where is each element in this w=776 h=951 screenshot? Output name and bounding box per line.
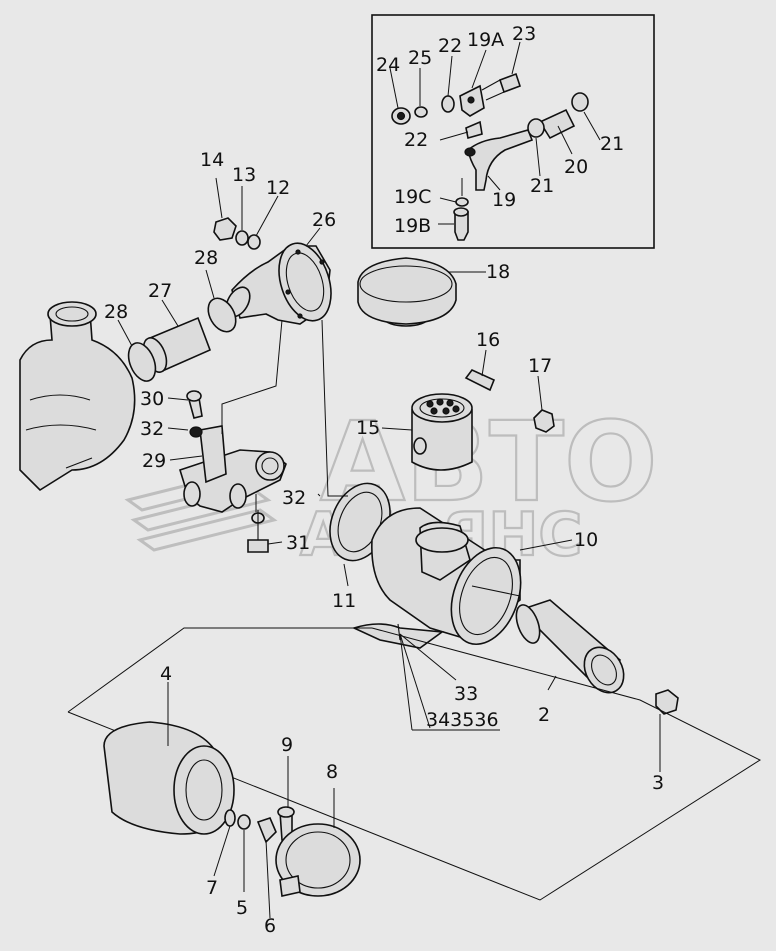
intake-elbow-26 <box>225 242 332 325</box>
callout-30: 30 <box>140 388 164 410</box>
washer-22-icon <box>441 95 455 113</box>
callout-19c: 19C <box>394 186 431 208</box>
clip-22-icon <box>465 120 483 140</box>
callout-15: 15 <box>356 417 380 439</box>
callout-6: 6 <box>264 915 276 937</box>
callout-32a: 32 <box>140 418 164 440</box>
clamp-21b-icon <box>571 92 589 112</box>
callout-labels: 24 25 22 19A 23 22 21 20 21 19 19C 19B 1… <box>104 23 664 937</box>
callout-28b: 28 <box>104 301 128 323</box>
bolt-23-icon <box>498 72 522 94</box>
callout-11: 11 <box>332 590 356 612</box>
callout-22a: 22 <box>438 35 462 57</box>
callout-24: 24 <box>376 54 400 76</box>
filter-element-2 <box>515 599 625 694</box>
washer-12-icon <box>247 234 261 250</box>
callout-7: 7 <box>206 877 218 899</box>
callout-4: 4 <box>160 663 172 685</box>
turbocharger-housing <box>19 301 136 492</box>
bolt-16-icon <box>464 369 496 392</box>
callout-19: 19 <box>492 189 516 211</box>
washer-13-icon <box>235 230 249 246</box>
callout-12: 12 <box>266 177 290 199</box>
washer-25-icon <box>414 106 428 118</box>
callout-2: 2 <box>538 704 550 726</box>
washer-19c-icon <box>455 197 469 207</box>
callout-343536: 343536 <box>426 709 499 731</box>
wing-nut-3-icon <box>655 689 679 715</box>
callout-29: 29 <box>142 450 166 472</box>
hose-clamp-28a-icon <box>207 297 237 333</box>
callout-27: 27 <box>148 280 172 302</box>
callout-9: 9 <box>281 734 293 756</box>
nut-14-icon <box>213 217 237 241</box>
callout-18: 18 <box>486 261 510 283</box>
detail-inset-frame <box>371 14 655 249</box>
nut-31-icon <box>247 539 269 553</box>
washer-32a-icon <box>189 426 203 438</box>
mounting-bracket-29 <box>179 425 287 513</box>
band-clamp-8 <box>275 823 361 897</box>
precleaner-cap-18 <box>357 257 457 327</box>
callout-21b: 21 <box>530 175 554 197</box>
callout-16: 16 <box>476 329 500 351</box>
callout-17: 17 <box>528 355 552 377</box>
washer-5-icon <box>237 814 251 830</box>
clamp-21a-icon <box>527 118 545 138</box>
leader-lines <box>117 41 661 919</box>
hose-20-icon <box>538 108 576 140</box>
callout-14: 14 <box>200 149 224 171</box>
callout-32b: 32 <box>282 487 306 509</box>
callout-22b: 22 <box>404 129 428 151</box>
filter-housing-10 <box>371 507 522 646</box>
callout-28a: 28 <box>194 247 218 269</box>
callout-5: 5 <box>236 897 248 919</box>
callout-3: 3 <box>652 772 664 794</box>
callout-31: 31 <box>286 532 310 554</box>
callout-13: 13 <box>232 164 256 186</box>
hose-clamp-28b-icon <box>127 342 157 382</box>
safety-filter-4 <box>103 721 235 835</box>
callout-19b: 19B <box>394 215 431 237</box>
callout-25: 25 <box>408 47 432 69</box>
callout-10: 10 <box>574 529 598 551</box>
callout-20: 20 <box>564 156 588 178</box>
nut-7-icon <box>224 809 236 827</box>
callout-8: 8 <box>326 761 338 783</box>
wing-nut-6-icon <box>256 817 277 844</box>
callout-23: 23 <box>512 23 536 45</box>
inset-parts <box>391 72 589 241</box>
callout-33: 33 <box>454 683 478 705</box>
air-intake-15 <box>411 393 473 471</box>
callout-19a: 19A <box>467 29 504 51</box>
strap-19-icon <box>467 129 534 191</box>
callout-26: 26 <box>312 209 336 231</box>
callout-21a: 21 <box>600 133 624 155</box>
